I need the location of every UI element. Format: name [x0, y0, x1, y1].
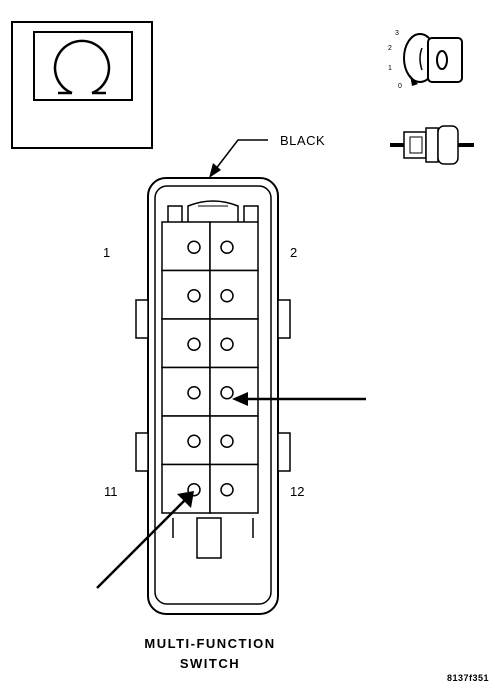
ignition-position-2: 2 [388, 45, 392, 52]
connector-name-line-2: SWITCH [180, 656, 240, 671]
pin-cavity-10 [209, 415, 259, 466]
ignition-position-3: 3 [395, 30, 399, 37]
pin-cavity-3 [161, 269, 211, 320]
color-label: BLACK [280, 133, 325, 148]
connector-bottom-key [172, 517, 254, 559]
figure-id: 8137f351 [447, 673, 489, 683]
pin-label-1: 1 [103, 245, 110, 260]
color-callout: BLACK [209, 133, 325, 178]
connector-latch [167, 200, 259, 222]
pin-cavity-6 [209, 318, 259, 369]
pin-cavity-2 [209, 221, 259, 272]
pin-cavity-12 [209, 463, 259, 514]
pin-label-2: 2 [290, 245, 297, 260]
ignition-position-0: 0 [398, 83, 402, 90]
warning-lamp-icon [11, 21, 153, 149]
ignition-position-1: 1 [388, 65, 392, 72]
pin-cavity-4 [209, 269, 259, 320]
pointer-arrow-right [232, 392, 366, 406]
connector-name-line-1: MULTI-FUNCTION [144, 636, 275, 651]
pin-cavity-7 [161, 366, 211, 417]
pin-cavity-grid [161, 221, 259, 514]
pin-cavity-5 [161, 318, 211, 369]
pin-cavity-11 [161, 463, 211, 514]
pin-cavity-1 [161, 221, 211, 272]
pin-cavity-9 [161, 415, 211, 466]
pin-label-12: 12 [290, 484, 304, 499]
pointer-arrow-left [96, 491, 194, 589]
pin-label-11: 11 [104, 484, 118, 499]
ignition-key-icon: 3 2 1 0 [388, 30, 463, 90]
pin-cavity-8 [209, 366, 259, 417]
connector-plug-icon [390, 125, 474, 165]
